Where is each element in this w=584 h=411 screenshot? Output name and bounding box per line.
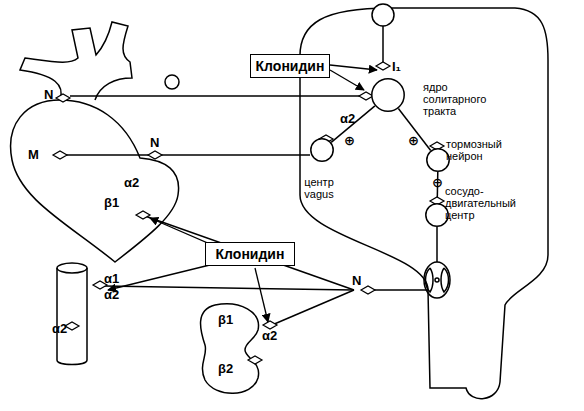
receptor-label: N bbox=[150, 136, 159, 150]
receptor-symbol bbox=[359, 92, 373, 100]
cns-outline bbox=[300, 8, 548, 399]
receptor-label: α2 bbox=[52, 322, 67, 336]
spinal-grey bbox=[426, 268, 449, 292]
neuron-circle: тормозный нейрон bbox=[426, 148, 450, 172]
vessel bbox=[57, 268, 87, 365]
receptor-label: β1 bbox=[104, 196, 119, 210]
spinal-section bbox=[424, 262, 450, 298]
drug-box: Клонидин bbox=[205, 242, 295, 266]
drug-name: Клонидин bbox=[216, 246, 285, 262]
receptor-label: α1 bbox=[104, 272, 119, 286]
receptor-label: I₁ bbox=[392, 60, 401, 74]
neuron-label: тормозный нейрон bbox=[446, 138, 506, 162]
neuron-circle: ядро солитарного тракта bbox=[371, 78, 405, 112]
neuron-label: ядро солитарного тракта bbox=[423, 81, 503, 117]
neuron-outline bbox=[310, 138, 334, 162]
receptor-label: N bbox=[352, 274, 361, 288]
receptor-symbol bbox=[136, 211, 150, 219]
receptor-label: α2 bbox=[340, 112, 355, 126]
receptor-symbol bbox=[248, 356, 262, 364]
receptor-symbol bbox=[361, 286, 375, 294]
drug-box: Клонидин bbox=[250, 54, 330, 78]
receptor-symbol bbox=[376, 62, 390, 70]
receptor-symbol bbox=[56, 94, 70, 102]
neuron-outline bbox=[371, 78, 405, 112]
kidney bbox=[201, 304, 259, 393]
receptor-label: β1 bbox=[218, 313, 233, 327]
neuron-circle: центр vagus bbox=[310, 138, 334, 162]
neuron-label: центр vagus bbox=[294, 176, 344, 200]
receptor-symbol bbox=[263, 321, 277, 329]
receptor-label: α2 bbox=[124, 176, 139, 190]
aorta bbox=[20, 22, 132, 100]
receptor-symbol bbox=[148, 151, 162, 159]
neuron-label: сосудо-двигательный центр bbox=[445, 185, 520, 221]
receptor-label: M bbox=[28, 148, 39, 162]
receptor-label: ⊖ bbox=[432, 176, 443, 190]
receptor-label: β2 bbox=[218, 362, 233, 376]
receptor-label: α2 bbox=[104, 288, 119, 302]
neuron-circle: сосудо-двигательный центр bbox=[425, 203, 449, 227]
receptor-label: ⊕ bbox=[344, 134, 355, 148]
drug-name: Клонидин bbox=[256, 58, 325, 74]
receptor-label: ⊕ bbox=[408, 134, 419, 148]
receptor-label: N bbox=[44, 88, 53, 102]
receptor-symbol bbox=[53, 151, 67, 159]
heart bbox=[11, 100, 179, 262]
receptor-label: α2 bbox=[262, 329, 277, 343]
